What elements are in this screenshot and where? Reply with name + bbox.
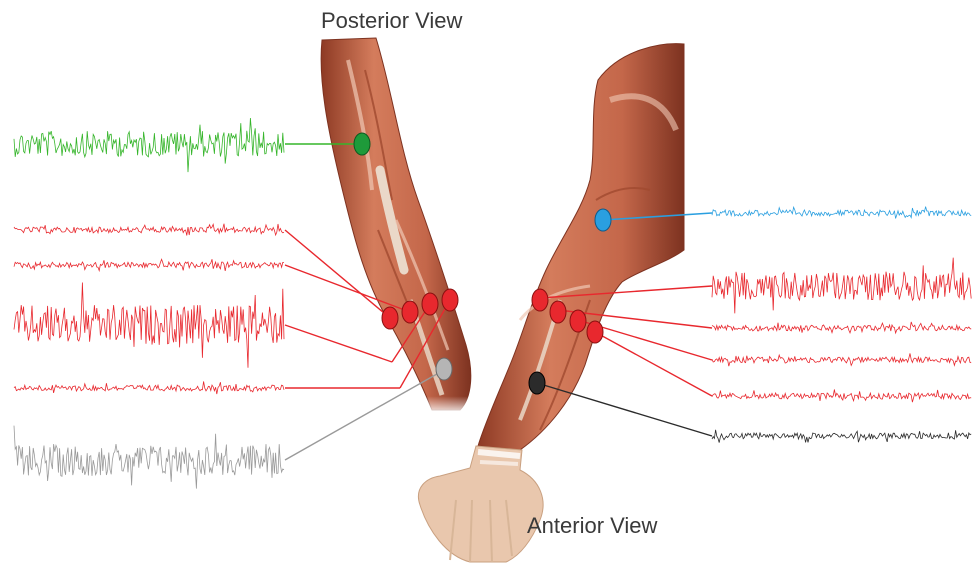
electrode-red-a3 [570,310,586,332]
posterior-trace-red-4 [14,381,284,394]
posterior-trace-red-2 [14,259,284,271]
anterior-view-title: Anterior View [527,513,657,539]
electrode-red-3 [422,293,438,315]
posterior-arm-illustration [320,38,480,415]
electrode-red-4 [442,289,458,311]
anterior-trace-red-3 [712,353,971,366]
electrode-red-a4 [587,321,603,343]
posterior-trace-green-1 [14,118,284,172]
posterior-trace-gray-1 [14,426,284,489]
electrode-black [529,372,545,394]
electrode-red-a2 [550,301,566,323]
electrode-green [354,133,370,155]
connector-red-a4 [595,332,712,396]
anterior-trace-blue-1 [712,207,971,219]
posterior-trace-red-1 [14,224,284,236]
electrode-red-a1 [532,289,548,311]
anterior-trace-red-2 [712,322,971,333]
electrode-red-1 [382,307,398,329]
electrode-red-2 [402,301,418,323]
connector-black [537,383,712,436]
electrode-blue [595,209,611,231]
anterior-trace-red-1 [712,258,971,314]
electrode-gray [436,358,452,380]
posterior-trace-red-3 [14,283,284,368]
posterior-view-title: Posterior View [321,8,462,34]
anterior-trace-black-1 [712,430,971,443]
anterior-trace-red-4 [712,389,971,402]
